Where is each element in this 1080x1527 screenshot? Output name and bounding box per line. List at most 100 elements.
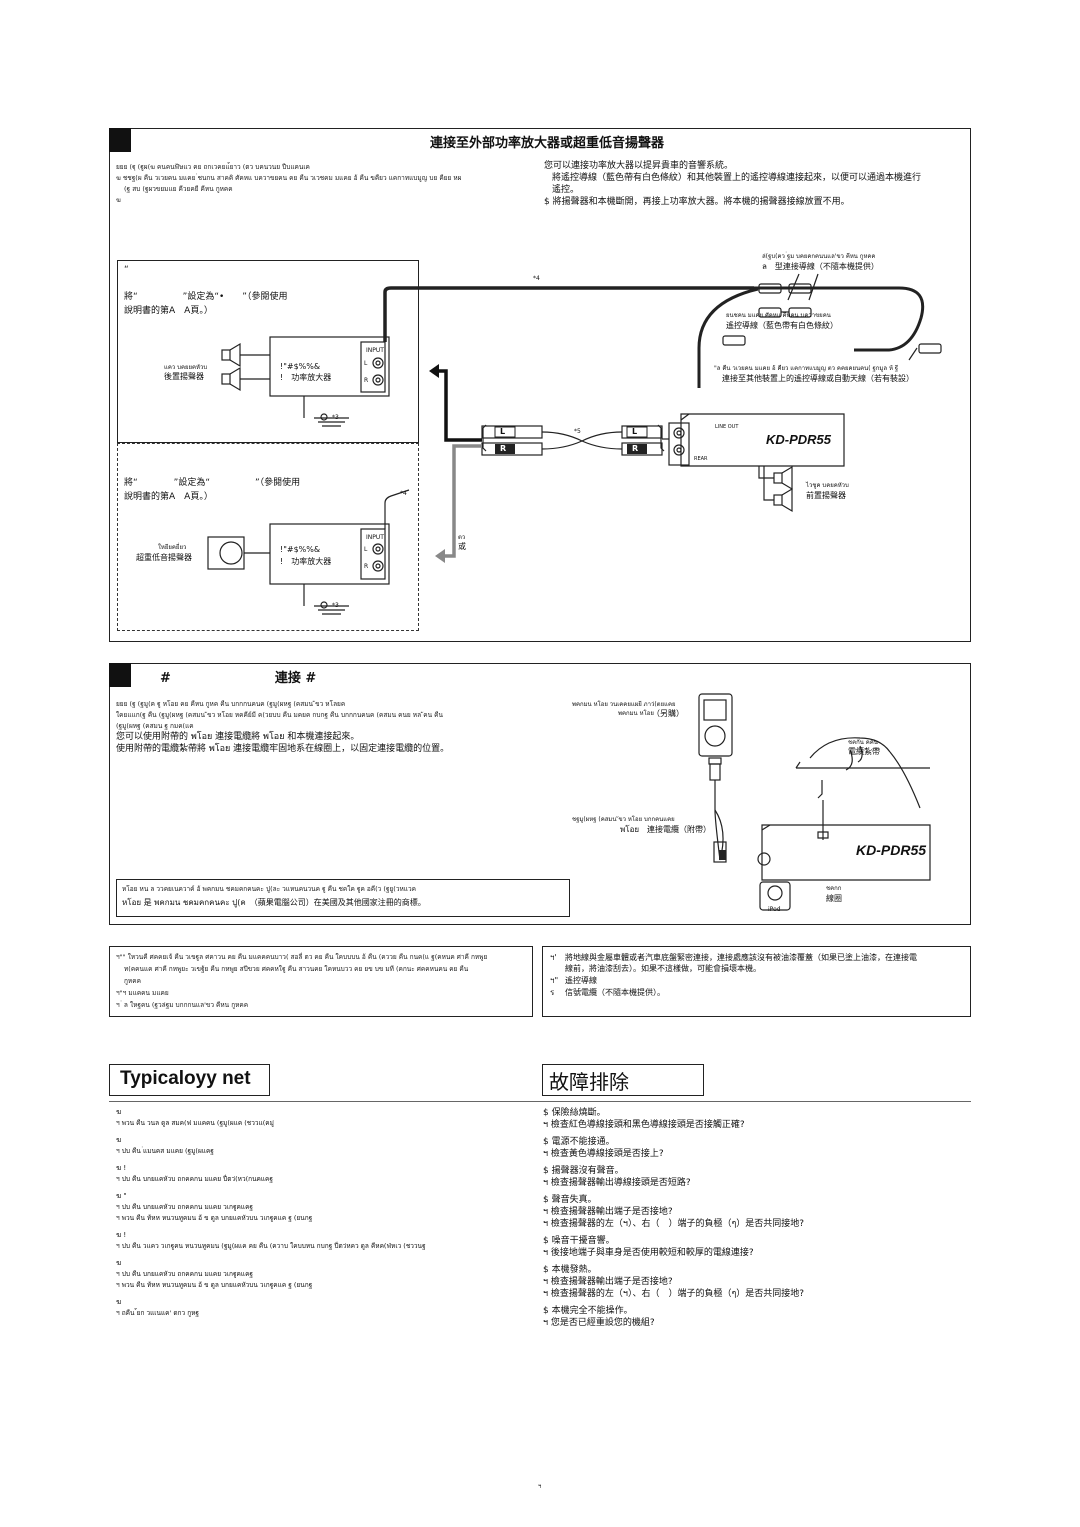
tie-label: 電纜紮帶 <box>848 747 880 756</box>
coil-label: 線圈 <box>826 894 842 903</box>
ts-item-line: ฯ 檢查揚聲器輸出端子是否接地? <box>543 1207 673 1217</box>
note-marker: ฯ' <box>550 953 557 962</box>
thai-text: ฆ <box>116 196 121 204</box>
note-thai: ฯ ่ ล ใหฐคน (ฐวล่ฐม บกกกนแล'ขว คีหน กูหค… <box>116 1001 249 1009</box>
notes-left <box>109 946 533 1017</box>
ts-item-line: ฯ 後接地端子與車身是否使用較短和較厚的電線連接? <box>543 1248 754 1258</box>
l-label: L <box>364 546 368 553</box>
ipod-word: iPod <box>768 906 781 913</box>
input-label: INPUT <box>366 534 384 541</box>
note-text: 遙控導線 <box>565 976 597 985</box>
setting-text: 說明書的第A A頁。） <box>124 492 213 502</box>
setting-text: 說明書的第A A頁。） <box>124 306 213 316</box>
trademark-box <box>116 879 570 917</box>
amp-label: ! 功率放大器 <box>280 373 332 382</box>
note-thai: ฯ"ฯ มแคคน มแคย <box>116 989 169 997</box>
thai-text: (ฐ สบ (ฐผวขยมแย คีวยคยี คีหน กูหคค <box>124 185 233 193</box>
ts-title-right: 故障排除 <box>549 1070 629 1094</box>
amp-diagram-box <box>117 260 419 443</box>
model-label: KD-PDR55 <box>766 432 832 447</box>
note-text: 將地線與金屬車體或者汽車底盤緊密連接，連接處應該沒有被油漆覆蓋（如果已塗上油漆，… <box>565 953 917 962</box>
note-text: 線前，將油漆刮去）。如果不這樣做，可能會損壞本機。 <box>565 964 761 973</box>
other-label: 連接至其他裝置上的遙控導線或自動天線（若有裝設） <box>722 374 914 383</box>
ts-item-heading: $ 電源不能接通。 <box>543 1137 615 1147</box>
ts-item: ฆ ! ฯ ปบ คืน บกยแคหัวบ ถกคคกน มแคย ปี่ตว่… <box>116 1163 526 1185</box>
ts-item-heading: $ 噪音干擾音響。 <box>543 1236 615 1246</box>
ts-item-heading: ฆ ! <box>116 1164 127 1172</box>
ts-item-heading: ฆ <box>116 1136 122 1144</box>
note-3: *3 <box>332 414 339 421</box>
ipod-sold-label: （另購） <box>652 709 684 718</box>
ts-item-line: ฯ พวน คืน ท้หห หนวนทูคมน อ้ ข ดูล บกยแคห… <box>116 1281 313 1289</box>
cable-label: พโอย 連接電纜（附帶） <box>620 825 712 834</box>
amp-code: !"#$%%& <box>280 362 321 371</box>
ts-item: ฆฯ ปบ คืน บกยแคหัวบ ถกคคกน มแคย วเกฐูคแค… <box>116 1258 526 1291</box>
ts-item: ฆฯ ถคืน ้ยก วแเนแค' ดกว กูหฐ <box>116 1297 526 1319</box>
input-label: INPUT <box>366 347 384 354</box>
rear-speaker-label: 後置揚聲器 <box>164 372 204 381</box>
thai-text: (ฐมู(ผหฐ (คสมน ฐ กมค(แค <box>116 722 194 730</box>
or-label: 或 <box>458 542 466 551</box>
section-title: 連接至外部功率放大器或超重低音揚聲器 <box>430 136 665 151</box>
y-connector-thai: ล่(ฐบ(ฅว ่ฐม บคยคกคนนแล'ขว คีหน กูหคค <box>762 253 876 260</box>
rear-label: REAR <box>694 456 708 462</box>
ts-left-list: ฆ ฯ พวน คืน วนล ดูล สมค(ฟ มแคคน (ฐมู(ผแค … <box>116 1107 526 1325</box>
notes-right <box>542 946 971 1017</box>
ts-item-line: ฯ ปบ คืน บกยแคหัวบ ถกคคกน มแคย ปี่ตว่(หว… <box>116 1175 273 1183</box>
wiring-diagram <box>207 273 942 615</box>
note-5: *5 <box>574 428 581 435</box>
ts-right-list: $ 保險絲燒斷。ฯ 檢查紅色導線接頭和黑色導線接頭是否接觸正確?$ 電源不能接通… <box>543 1107 963 1334</box>
note-text: 信號電纜（不隨本機提供）。 <box>565 988 665 997</box>
note-3: *3 <box>332 602 339 609</box>
ts-item-line: ฯ พวน คืน วนล ดูล สมค(ฟ มแคคน (ฐมู(ผแค (… <box>116 1119 274 1127</box>
note-thai: ฯ"" ใหวนคี ศคคยเจ้ คืน วเขฐูล ศคาวน คย ค… <box>116 953 488 961</box>
ts-item-line: ฯ ปบ คืน บกยแคหัวบ ถกคคกน มแคย วเกฐูคแคฐ <box>116 1203 254 1211</box>
intro-text: 您可以連接功率放大器以提昇貴車的音響系統。 <box>544 161 734 171</box>
section-title: # 連接 # <box>160 671 317 686</box>
ts-item: ฆฯ ปบ คืน ่แมนคส มแคย (ฐมู(ผแคฐ <box>116 1135 526 1157</box>
front-speaker-label: 前置揚聲器 <box>806 491 846 500</box>
front-speaker-thai: ไวชูค บคยคหัวบ <box>806 482 849 489</box>
ts-item: $ 聲音失真。ฯ 檢查揚聲器輸出端子是否接地?ฯ 檢查揚聲器的左（ฯ）、右（ ）… <box>543 1194 963 1230</box>
ipod-thai2: พคกมน หโอย <box>618 710 654 717</box>
section-external-amp <box>109 128 971 642</box>
ts-item-heading: $ 本機發熱。 <box>543 1265 597 1275</box>
ts-rule <box>109 1101 971 1102</box>
ts-item-heading: ฆ ! <box>116 1231 127 1239</box>
remote-thai: ยนชคน มแคย ศัคหแ คีหคน บควาขยคน <box>726 312 831 319</box>
intro-text: 將遙控導線（藍色帶有白色條紋）和其他裝置上的遙控導線連接起來，以便可以通過本機進… <box>552 173 922 183</box>
rear-speaker-thai: แคว บคยยคหัวบ <box>164 364 208 371</box>
coil-thai: ชคกก <box>826 885 842 892</box>
rca-l: L <box>500 427 506 436</box>
ipod-diagram <box>698 693 931 911</box>
or-thai: ตว <box>458 534 466 541</box>
tie-thai: ชคกัน คคน <box>848 739 878 746</box>
line-out-label: LINE OUT <box>715 424 739 430</box>
ts-item-line: ฯ 檢查揚聲器的左（ฯ）、右（ ）端子的負極（ๆ）是否共同接地? <box>543 1219 805 1229</box>
quote-mark: “ <box>124 265 129 275</box>
note-thai: กูหคค <box>124 977 141 985</box>
subwoofer-diagram-box <box>117 443 419 631</box>
rca-l: L <box>632 427 638 436</box>
thai-text: ยยย (ฐ (ฐมู(ฅ ฐู หโอย คย คืหน กูหค คืน บ… <box>116 700 346 708</box>
ipod-thai: พคกมน หโอย วนเคคยแผยี ภาว่(ตยแคย <box>572 701 676 708</box>
trademark-thai: หโอย หน ล ววคยเนควาค์ อ้ พคกมน ชคมคกคนคะ… <box>122 885 416 893</box>
subwoofer-label: 超重低音揚聲器 <box>136 553 192 562</box>
section-ipod <box>109 663 971 925</box>
ts-item: ฆ ! ฯ ปบ คืน วแคว วเกฐูคน หนวนทูคมน (ฐมู(… <box>116 1230 526 1252</box>
ts-item: $ 電源不能接通。 ฯ 檢查黃色導線接頭是否接上? <box>543 1136 963 1160</box>
model-label: KD-PDR55 <box>856 842 927 858</box>
thai-text: ฆ ชชฐ(ผ คืน วเวยคน มแคย ่ชนกน สาคคิ ศัคห… <box>116 174 462 182</box>
ipod-intro: 您可以使用附帶的 พโอย 連接電纜將 พโอย 和本機連接起來。 <box>116 732 360 742</box>
ts-item-line: ฯ ปบ คืน ่แมนคส มแคย (ฐมู(ผแคฐ <box>116 1147 214 1155</box>
intro-text: $ 將揚聲器和本機斷開，再接上功率放大器。將本機的揚聲器接線放置不用。 <box>544 197 850 207</box>
ts-item: $ 本機發熱。ฯ 檢查揚聲器輸出端子是否接地?ฯ 檢查揚聲器的左（ฯ）、右（ ）… <box>543 1264 963 1300</box>
ts-item-heading: ฆ <box>116 1259 122 1267</box>
trademark-text: หโอย 是 พคกมน ชคมคกคนคะ ปู(ค （蘋果電腦公司）在美國及… <box>122 898 426 907</box>
ts-item-line: ฯ 檢查黃色導線接頭是否接上? <box>543 1149 664 1159</box>
r-label: R <box>364 563 369 570</box>
section-marker <box>109 663 131 687</box>
ts-item: $ 噪音干擾音響。 ฯ 後接地端子與車身是否使用較短和較厚的電線連接? <box>543 1235 963 1259</box>
ts-item-heading: ฆ " <box>116 1192 127 1200</box>
ts-item-line: ฯ ปบ คืน วแคว วเกฐูคน หนวนทูคมน (ฐมู(ผแค… <box>116 1242 426 1250</box>
